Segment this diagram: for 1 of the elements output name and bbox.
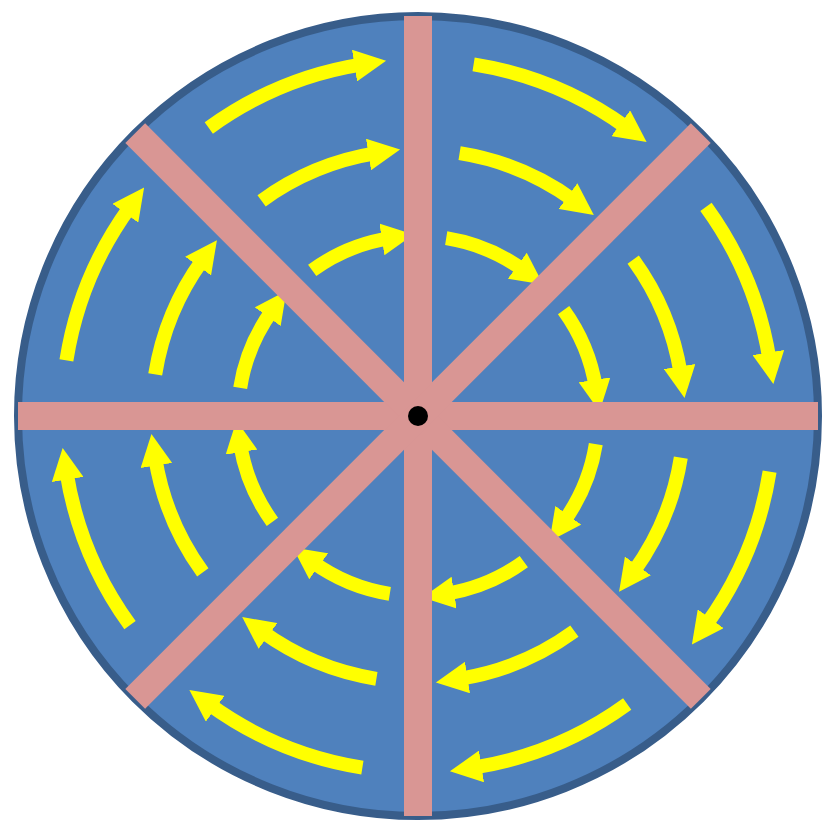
rotating-disc-drawing bbox=[14, 12, 822, 820]
